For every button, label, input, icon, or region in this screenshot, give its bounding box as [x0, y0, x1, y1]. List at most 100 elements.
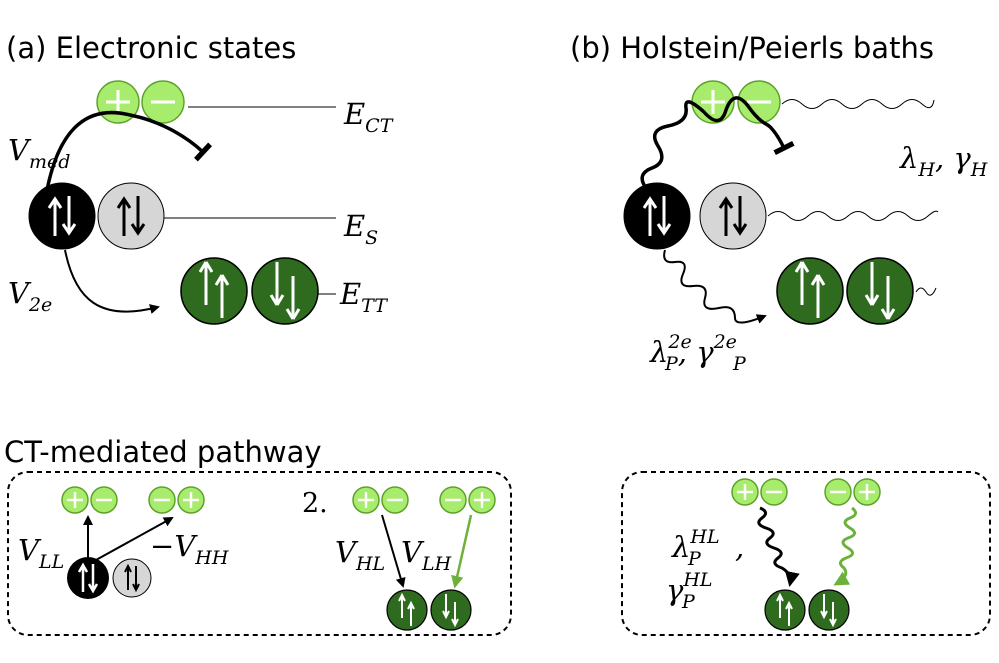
triplet-pair-small — [764, 589, 850, 631]
panel-c-ct-pathway: CT-mediated pathway VLL — [4, 435, 512, 636]
spin-down-icon — [132, 566, 140, 593]
triplet-circle-down — [251, 257, 319, 325]
v-hl-arrow — [381, 514, 406, 588]
ground-circle — [97, 182, 165, 250]
plus-icon — [106, 90, 130, 114]
e-ct-label: ECT — [343, 97, 394, 137]
spin-up-icon — [718, 196, 734, 236]
panel-c-title: CT-mediated pathway — [4, 435, 322, 469]
spin-down-icon — [285, 276, 301, 320]
ct-pair-hole-first — [352, 486, 409, 514]
ct-pair-electron-first — [824, 478, 881, 506]
spin-down-icon — [732, 196, 748, 236]
triplet-circle-up — [764, 589, 806, 631]
spin-up-icon — [398, 592, 406, 618]
s-bath-wave — [767, 210, 939, 221]
v-hh-label: −VHH — [150, 529, 229, 569]
e-s-label: ES — [343, 209, 378, 249]
holstein-label: λH, γH — [899, 141, 988, 181]
spin-down-icon — [656, 196, 672, 236]
triplet-circle-down — [430, 589, 472, 631]
spin-down-icon — [269, 262, 285, 306]
plus-icon — [701, 90, 725, 114]
ct-pair-hole-first — [731, 478, 788, 506]
spin-down-icon — [442, 594, 450, 620]
singlet-state — [623, 182, 691, 250]
step-2-label: 2. — [302, 488, 328, 519]
plus-icon — [737, 484, 753, 500]
spin-up-icon — [785, 600, 793, 626]
v-lh-arrow — [451, 514, 473, 589]
spin-up-icon — [124, 563, 132, 590]
lh-wavy-arrow — [833, 506, 857, 586]
singlet-state — [28, 182, 96, 250]
v-med-arrow — [45, 110, 213, 191]
spin-down-icon — [829, 602, 837, 628]
triplet-pair — [776, 257, 914, 325]
ground-circle — [699, 182, 767, 250]
triplet-circle-down — [808, 589, 850, 631]
singlet-state-small — [67, 557, 109, 599]
spin-up-icon — [77, 562, 89, 592]
panel-a-title: (a) Electronic states — [6, 31, 296, 65]
e-tt-label: ETT — [339, 277, 388, 317]
spin-down-icon — [820, 594, 828, 620]
hl-wavy-arrow — [757, 506, 800, 587]
singlet-circle — [623, 182, 691, 250]
singlet-circle — [28, 182, 96, 250]
ground-state — [97, 182, 165, 250]
v-ll-label: VLL — [18, 533, 64, 573]
spin-down-icon — [61, 196, 77, 236]
plus-icon — [358, 492, 374, 508]
ct-pair-electron-first — [148, 486, 205, 514]
panel-a-electronic-states: (a) Electronic states — [6, 31, 394, 325]
ct-bath-wave — [781, 99, 935, 109]
holstein-coupling-wave — [640, 96, 795, 190]
panel-b-baths: (b) Holstein/Peierls baths — [570, 31, 988, 375]
v-hl-label: VHL — [335, 535, 385, 575]
v-2e-arrow — [64, 249, 160, 314]
spin-up-icon — [116, 196, 132, 236]
singlet-circle — [67, 557, 109, 599]
spin-up-icon — [776, 592, 784, 618]
triplet-circle-up — [180, 257, 248, 325]
ground-state — [699, 182, 767, 250]
tt-bath-wave — [915, 287, 937, 296]
spin-up-icon — [794, 261, 810, 305]
panel-b-title: (b) Holstein/Peierls baths — [570, 31, 934, 65]
spin-down-icon — [880, 276, 896, 320]
triplet-circle-up — [386, 589, 428, 631]
ct-pair-hole-first — [61, 486, 118, 514]
spin-up-icon — [198, 261, 214, 305]
spin-up-icon — [214, 274, 230, 318]
spin-down-icon — [130, 196, 146, 236]
plus-icon — [67, 492, 83, 508]
triplet-circle-up — [776, 257, 844, 325]
panel-d-box — [621, 471, 991, 636]
spin-down-icon — [87, 564, 99, 594]
plus-icon — [474, 492, 490, 508]
triplet-pair-small — [386, 589, 472, 631]
v-hh-arrow — [95, 517, 174, 561]
spin-up-icon — [47, 196, 63, 236]
spin-up-icon — [642, 196, 658, 236]
v-med-label: Vmed — [8, 133, 70, 173]
ground-state-small — [112, 558, 152, 598]
ct-pair-electron-first — [439, 486, 496, 514]
triplet-pair — [180, 257, 319, 325]
v-lh-label: VLH — [401, 535, 452, 575]
ct-state-pair — [691, 80, 781, 124]
v-2e-label: V2e — [8, 276, 52, 316]
plus-icon — [183, 492, 199, 508]
peierls-coupling-wave — [663, 249, 767, 324]
spin-down-icon — [451, 602, 459, 628]
spin-down-icon — [864, 262, 880, 306]
spin-up-icon — [810, 274, 826, 318]
ground-circle — [112, 558, 152, 598]
plus-icon — [859, 484, 875, 500]
triplet-circle-down — [846, 257, 914, 325]
